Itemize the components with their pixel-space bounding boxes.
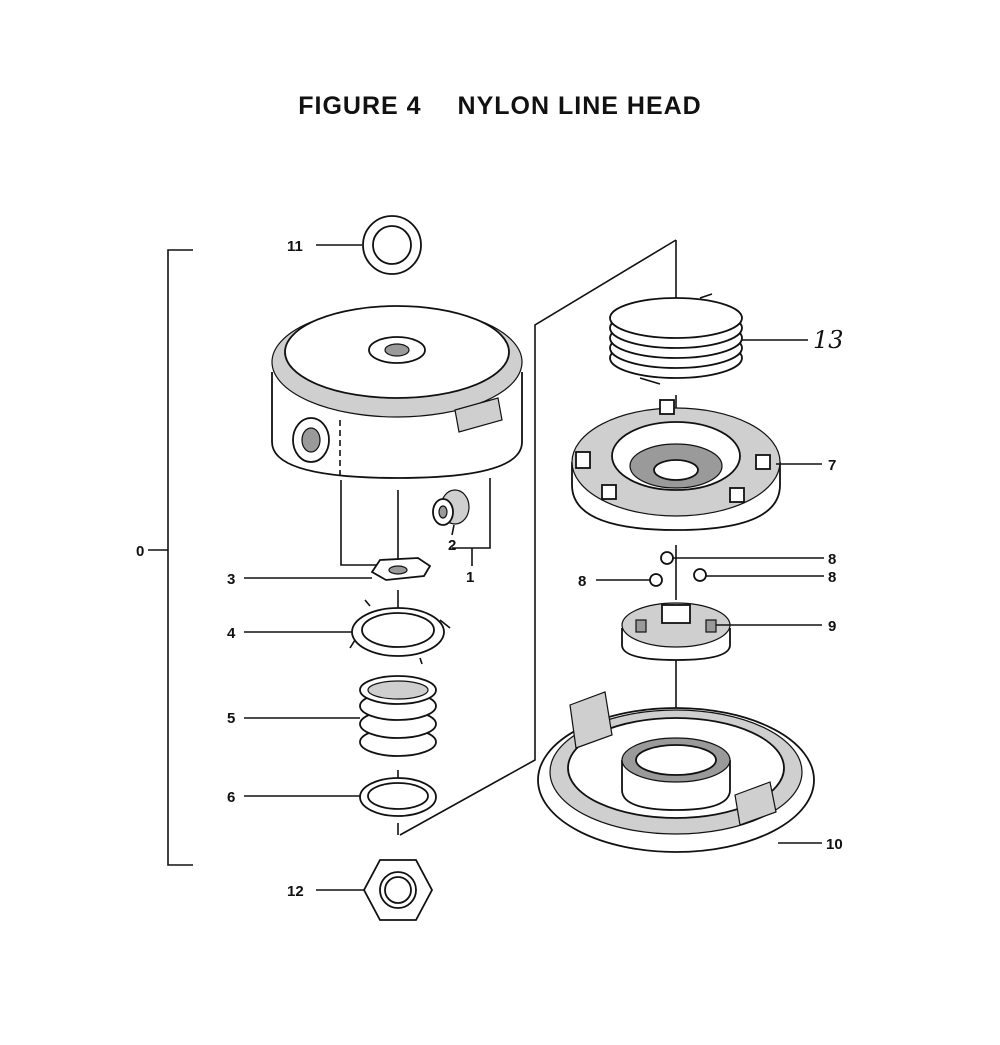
callout-3: 3 bbox=[227, 571, 235, 588]
callout-0: 0 bbox=[136, 543, 144, 560]
cam-ratchet bbox=[621, 602, 731, 661]
callout-4: 4 bbox=[227, 625, 236, 642]
assembly-bracket bbox=[148, 249, 193, 866]
spool bbox=[571, 399, 781, 531]
figure-title: FIGURE 4 NYLON LINE HEAD bbox=[0, 92, 1000, 121]
callout-7: 7 bbox=[828, 457, 836, 474]
ring bbox=[359, 777, 437, 817]
callout-6: 6 bbox=[227, 789, 235, 806]
figure-name: NYLON LINE HEAD bbox=[457, 92, 702, 120]
callout-13: 13 bbox=[813, 326, 844, 354]
leader-lines bbox=[244, 244, 824, 891]
coil-spring bbox=[359, 675, 437, 757]
cover-base bbox=[537, 691, 815, 853]
line-eyelet bbox=[432, 489, 470, 526]
callout-2: 2 bbox=[448, 537, 456, 554]
callout-5: 5 bbox=[227, 710, 235, 727]
retainer-ring bbox=[349, 599, 451, 665]
nylon-line-coil bbox=[609, 293, 743, 385]
callout-8c: 8 bbox=[578, 573, 586, 590]
washer-plate bbox=[370, 557, 432, 581]
figure-number: FIGURE 4 bbox=[298, 92, 422, 120]
top-washer bbox=[362, 215, 422, 275]
callout-8a: 8 bbox=[828, 551, 836, 568]
callout-10: 10 bbox=[826, 836, 843, 853]
callout-11: 11 bbox=[287, 238, 303, 255]
callout-labels: 0 1 2 3 4 5 6 7 8 8 8 9 10 11 12 13 bbox=[136, 238, 844, 900]
head-housing bbox=[271, 305, 523, 566]
balls bbox=[649, 551, 707, 587]
hex-nut bbox=[362, 859, 434, 921]
callout-9: 9 bbox=[828, 618, 836, 635]
callout-12: 12 bbox=[287, 883, 304, 900]
callout-1: 1 bbox=[466, 569, 474, 586]
callout-8b: 8 bbox=[828, 569, 836, 586]
